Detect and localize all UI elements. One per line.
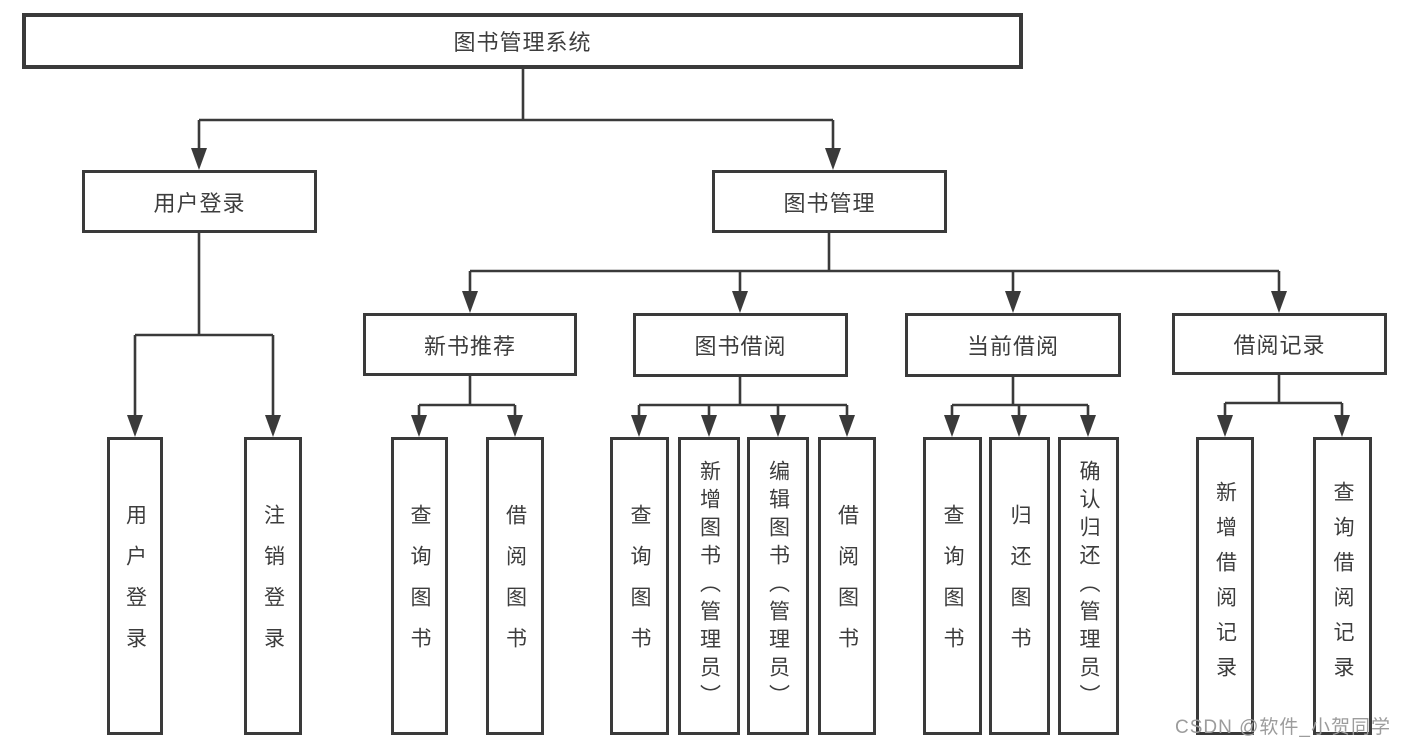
arrow-down-icon	[825, 148, 841, 170]
node-label: 借阅图书	[835, 504, 859, 668]
csdn-watermark: CSDN @软件_小贺同学	[1175, 717, 1391, 738]
arrow-down-icon	[127, 415, 143, 437]
node-leaf-return-books: 归还图书	[989, 437, 1050, 735]
arrow-down-icon	[411, 415, 427, 437]
connector-book-borrow-children	[631, 377, 855, 437]
arrow-down-icon	[1011, 415, 1027, 437]
node-leaf-user-login: 用户登录	[107, 437, 163, 735]
node-leaf-query-books-current: 查询图书	[923, 437, 982, 735]
node-leaf-edit-books-admin: 编辑图书（管理员）	[747, 437, 809, 735]
node-label: 新增借阅记录	[1213, 481, 1237, 691]
connector-root-to-level2	[191, 69, 841, 170]
node-label: 查询借阅记录	[1331, 481, 1354, 691]
node-label: 查询图书	[408, 504, 431, 668]
node-label: 查询图书	[941, 504, 964, 668]
arrow-down-icon	[701, 415, 717, 437]
connector-line	[468, 233, 1281, 295]
arrow-down-icon	[265, 415, 281, 437]
node-new-book-recommend: 新书推荐	[363, 313, 577, 376]
node-label: 编辑图书（管理员）	[766, 460, 790, 712]
connector-line	[1223, 375, 1344, 419]
node-label: 注销登录	[261, 504, 285, 668]
arrow-down-icon	[1271, 291, 1287, 313]
node-leaf-query-books-recommend: 查询图书	[391, 437, 448, 735]
arrow-down-icon	[1080, 415, 1096, 437]
arrow-down-icon	[462, 291, 478, 313]
node-label: 归还图书	[1008, 504, 1031, 668]
connector-user-login-children	[127, 233, 281, 437]
arrow-down-icon	[944, 415, 960, 437]
connector-line	[417, 376, 517, 419]
arrow-down-icon	[770, 415, 786, 437]
connector-borrow-record-children	[1217, 375, 1350, 437]
node-user-login: 用户登录	[82, 170, 317, 233]
arrow-down-icon	[839, 415, 855, 437]
arrow-down-icon	[191, 148, 207, 170]
arrow-down-icon	[1217, 415, 1233, 437]
connector-line	[950, 377, 1090, 419]
node-label: 用户登录	[123, 504, 147, 668]
connector-book-mgmt-to-level3	[462, 233, 1287, 313]
connector-current-borrow-children	[944, 377, 1096, 437]
node-label: 确认归还（管理员）	[1077, 460, 1100, 712]
node-leaf-add-books-admin: 新增图书（管理员）	[678, 437, 740, 735]
node-leaf-query-books-borrow: 查询图书	[610, 437, 669, 735]
node-book-borrow: 图书借阅	[633, 313, 848, 377]
arrow-down-icon	[1005, 291, 1021, 313]
node-borrow-record: 借阅记录	[1172, 313, 1387, 375]
node-label: 新增图书（管理员）	[697, 460, 721, 712]
node-library-management-system: 图书管理系统	[22, 13, 1023, 69]
node-book-management: 图书管理	[712, 170, 947, 233]
connector-line	[133, 233, 275, 419]
arrow-down-icon	[732, 291, 748, 313]
node-leaf-logout: 注销登录	[244, 437, 302, 735]
arrow-down-icon	[507, 415, 523, 437]
arrow-down-icon	[631, 415, 647, 437]
node-leaf-add-borrow-record: 新增借阅记录	[1196, 437, 1254, 735]
node-leaf-query-borrow-record: 查询借阅记录	[1313, 437, 1372, 735]
node-leaf-borrow-books-recommend: 借阅图书	[486, 437, 544, 735]
connector-new-book-children	[411, 376, 523, 437]
node-current-borrow: 当前借阅	[905, 313, 1121, 377]
node-leaf-borrow-books: 借阅图书	[818, 437, 876, 735]
node-leaf-confirm-return-admin: 确认归还（管理员）	[1058, 437, 1119, 735]
arrow-down-icon	[1334, 415, 1350, 437]
connector-line	[637, 377, 849, 419]
node-label: 查询图书	[628, 504, 651, 668]
node-label: 借阅图书	[503, 504, 527, 668]
connector-line	[197, 69, 835, 152]
